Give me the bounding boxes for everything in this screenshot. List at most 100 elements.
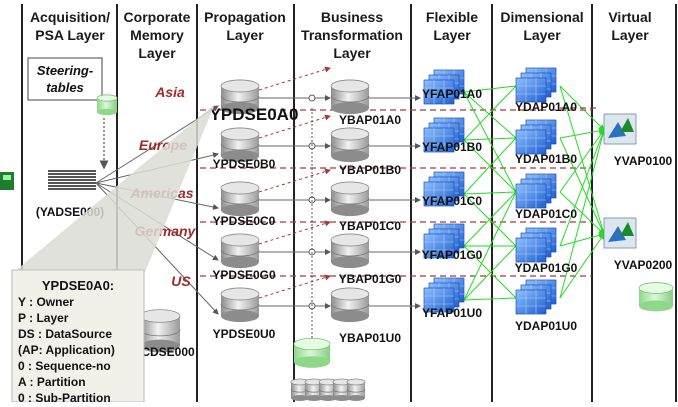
btl-cylinder-5-bottom xyxy=(331,309,369,323)
dim-virt-link-2-2 xyxy=(559,137,605,235)
prop-cylinder-1-bottom xyxy=(221,101,259,115)
corporate-memory-cylinder-bottom xyxy=(140,339,180,353)
psa-source-bar-2 xyxy=(48,173,96,175)
btl-label-1: YBAP01A0 xyxy=(339,113,401,127)
header-dim-line-2: Layer xyxy=(523,27,561,43)
flex-cube-stack-1 xyxy=(423,69,465,105)
legend-line-2: P : Layer xyxy=(18,311,69,325)
flex-dim-link-4-3 xyxy=(463,191,517,247)
layer-headers: Acquisition/PSA LayerCorporateMemoryLaye… xyxy=(30,9,652,61)
prop-red-arrow-1 xyxy=(258,66,331,91)
dim-cube-stack-2-cube-3 xyxy=(515,129,547,155)
dim-cube-stack-5-cube-3 xyxy=(515,289,547,315)
header-prop-line-2: Layer xyxy=(226,27,264,43)
steering-table-cylinder-body xyxy=(97,98,117,112)
psa-source-bar-4 xyxy=(48,179,96,181)
dim-label-3: YDAP01C0 xyxy=(515,207,577,221)
psa-source-bar-3 xyxy=(48,176,96,178)
btl-label-4: YBAP01G0 xyxy=(339,272,402,286)
steering-table-cylinder-top xyxy=(96,94,118,102)
prop-red-arrow-5 xyxy=(258,274,331,299)
bottom-cylinder-1 xyxy=(290,378,310,401)
btl-cylinder-4-bottom xyxy=(331,255,369,269)
steering-table-cylinder xyxy=(96,94,118,116)
dim-cube-stack-1 xyxy=(515,67,557,103)
flex-cube-stack-3 xyxy=(423,171,465,207)
prop-cylinder-3-bottom xyxy=(221,203,259,217)
flex-dim-link-1-1 xyxy=(463,85,517,93)
prop-cylinder-2-ring xyxy=(220,143,260,151)
prop-btl-junction-1 xyxy=(308,94,316,102)
flex-label-5: YFAP01U0 xyxy=(422,306,482,320)
btl-cylinder-2-ring xyxy=(330,143,370,151)
corp-memory-label: YCDSE000 xyxy=(133,345,195,359)
dim-cube-stack-2 xyxy=(515,119,557,155)
nodes xyxy=(0,67,674,401)
flex-cube-stack-2-cube-3 xyxy=(423,127,455,153)
header-flex-line-1: Flexible xyxy=(426,9,478,25)
highlight-prop-label: YPDSE0A0 xyxy=(210,105,299,124)
bottom-cylinder-3-bottom xyxy=(319,395,337,401)
header-corp-line-1: Corporate xyxy=(124,9,191,25)
prop-cylinder-2-bottom xyxy=(221,149,259,163)
bottom-cylinder-5-body xyxy=(347,382,365,398)
flex-dim-link-1-3 xyxy=(463,91,517,193)
btl-label-5: YBAP01U0 xyxy=(339,331,401,345)
btl-cylinder-1-top xyxy=(330,79,370,93)
flex-cube-stack-2 xyxy=(423,117,465,153)
source-system-icon xyxy=(0,172,14,190)
flex-label-4: YFAP01G0 xyxy=(422,248,483,262)
flex-cube-stack-1-cube-3 xyxy=(423,79,455,105)
btl-cylinder-4 xyxy=(330,233,370,269)
legend-line-5: 0 : Sequence-no xyxy=(18,359,111,373)
dim-cube-stack-5 xyxy=(515,279,557,315)
region-label-us: US xyxy=(171,273,191,289)
prop-cylinder-4-ring xyxy=(220,249,260,257)
legend-line-7: 0 : Sub-Partition xyxy=(18,391,111,402)
header-prop-line-1: Propagation xyxy=(204,9,286,25)
flex-dim-link-5-3 xyxy=(463,191,517,301)
dim-label-2: YDAP01B0 xyxy=(515,152,577,166)
steering-line-2: tables xyxy=(46,80,84,95)
prop-cylinder-5 xyxy=(220,287,260,323)
btl-cylinder-3-bottom xyxy=(331,203,369,217)
header-btl-line-3: Layer xyxy=(333,45,371,61)
btl-cylinder-4-ring xyxy=(330,249,370,257)
bottom-cylinder-5-bottom xyxy=(347,395,365,401)
prop-cylinder-2 xyxy=(220,127,260,163)
header-btl-line-2: Transformation xyxy=(301,27,403,43)
legend-title: YPDSE0A0: xyxy=(42,278,114,293)
virtual-provider-icon-1-shape-blue xyxy=(608,122,626,138)
btl-cylinder-3-ring xyxy=(330,197,370,205)
virtual-green-cylinder-top xyxy=(638,282,674,294)
prop-red-arrow-2 xyxy=(258,114,331,139)
btl-cylinder-2-bottom xyxy=(331,149,369,163)
dim-cube-stack-3 xyxy=(515,173,557,209)
dim-virt-link-4-1 xyxy=(559,129,606,247)
flex-dim-link-2-2 xyxy=(463,137,517,141)
prop-cylinder-3-top xyxy=(220,181,260,195)
bottom-cylinder-5-top xyxy=(346,378,366,386)
dim-virt-link-5-1 xyxy=(559,129,606,299)
dim-cube-stack-1-cube-3 xyxy=(515,77,547,103)
prop-cylinder-1 xyxy=(220,79,260,115)
prop-red-arrow-4 xyxy=(258,220,331,245)
prop-red-arrow-3 xyxy=(258,168,331,193)
legend-box xyxy=(11,269,145,403)
prop-cylinder-4 xyxy=(220,233,260,269)
flex-cube-stack-5-cube-3 xyxy=(423,287,455,313)
btl-cylinder-4-top xyxy=(330,233,370,247)
btl-cylinder-1-ring xyxy=(330,95,370,103)
header-virt-line-1: Virtual xyxy=(608,9,651,25)
bottom-cylinder-5 xyxy=(346,378,366,401)
psa-source-bar-7 xyxy=(48,188,96,190)
header-acq-line-1: Acquisition/ xyxy=(30,9,110,25)
flex-cube-stack-3-cube-3 xyxy=(423,181,455,207)
btl-cylinder-2 xyxy=(330,127,370,163)
virtual-provider-icon-1 xyxy=(603,113,637,145)
psa-source-bar-6 xyxy=(48,185,96,187)
header-corp-line-2: Memory xyxy=(130,27,184,43)
virtual-label-1: YVAP0100 xyxy=(614,154,673,168)
